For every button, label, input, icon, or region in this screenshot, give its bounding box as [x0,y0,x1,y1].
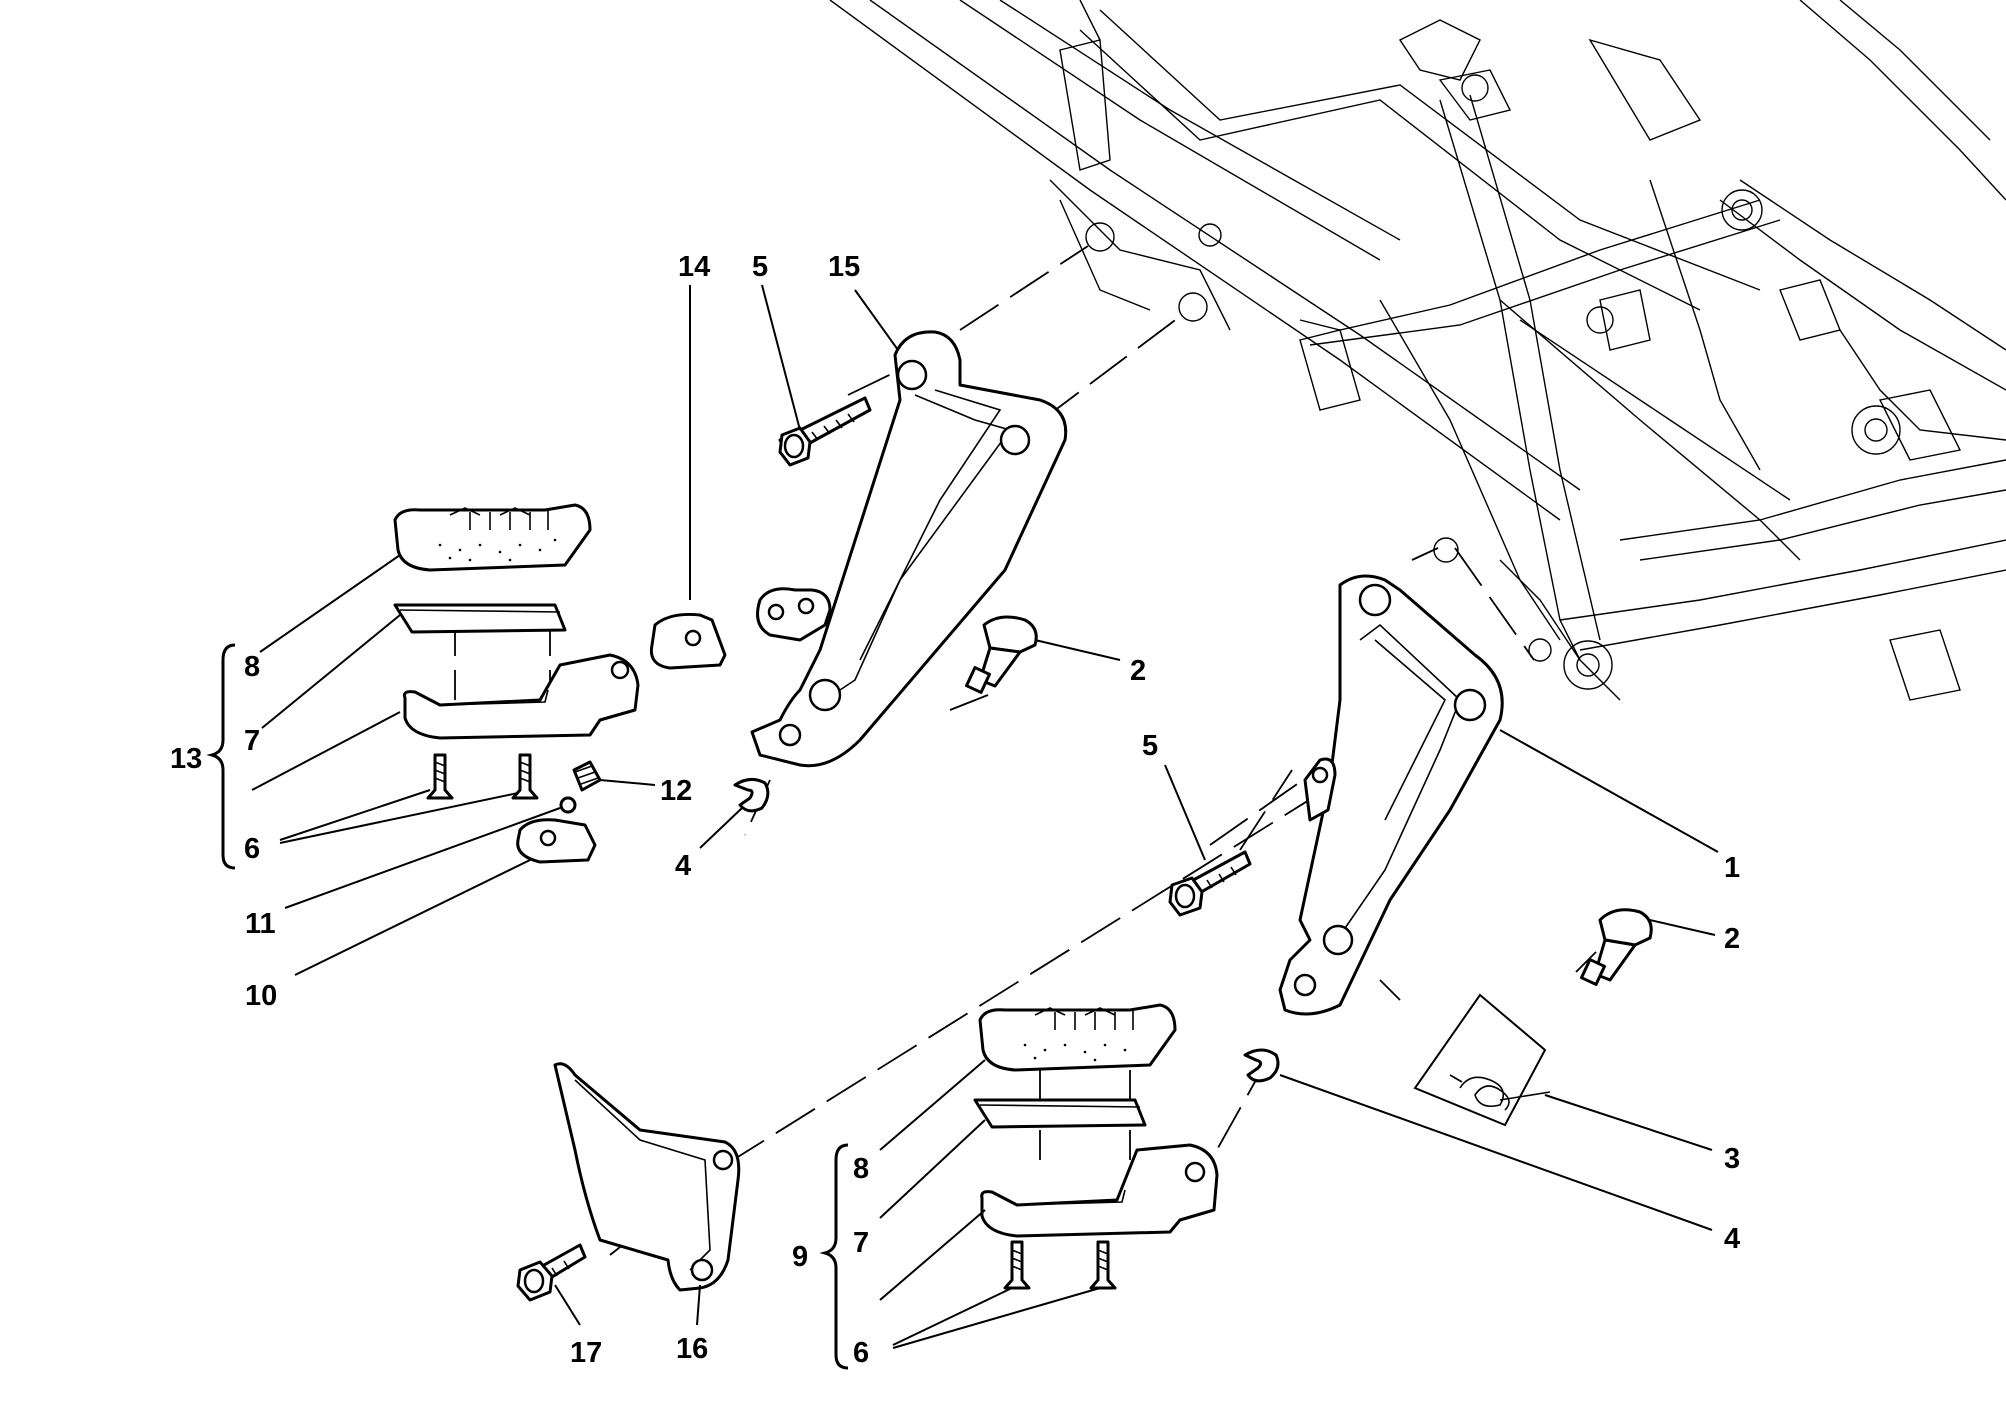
callout-4-right: 4 [1724,1223,1740,1255]
rear-footpeg-bracket [750,330,1068,768]
callout-8-upper: 8 [244,651,260,683]
callout-4-upper: 4 [675,850,691,882]
callout-13: 13 [170,743,202,775]
retaining-clip [733,778,770,813]
pivot-pin-right [1580,908,1653,986]
return-spring [1413,993,1551,1127]
callout-labels: 14 5 15 8 7 13 6 12 4 11 10 2 5 1 2 8 7 … [170,251,1740,1369]
callout-5-upper: 5 [752,251,768,283]
heel-guard [553,1062,741,1292]
callout-2-upper: 2 [1130,655,1146,687]
callout-11: 11 [245,908,276,940]
callout-16: 16 [676,1333,708,1365]
mounting-plate [649,613,727,670]
callout-2-right: 2 [1724,923,1740,955]
callout-10: 10 [245,980,277,1012]
rubber-texture-lower [1023,1043,1127,1062]
retaining-clip-right [1243,1048,1280,1083]
callout-12: 12 [660,775,692,807]
callout-6-upper: 6 [244,833,260,865]
group-braces [206,643,849,1370]
callout-6-lower: 6 [853,1337,869,1369]
passenger-footpeg-bracket [1278,574,1504,1016]
callout-3: 3 [1724,1143,1740,1175]
heel-guard-bolt [516,1243,587,1302]
callout-5-right: 5 [1142,730,1158,762]
leader-lines [251,284,1719,1349]
hex-bolt-right [1168,850,1252,917]
callout-14: 14 [678,251,710,283]
frame-structure [829,0,2006,701]
rider-footpeg-assembly [393,503,640,864]
callout-8-lower: 8 [853,1153,869,1185]
callout-17: 17 [570,1337,602,1369]
callout-15: 15 [828,251,860,283]
rubber-texture [438,538,557,562]
callout-9: 9 [792,1241,808,1273]
pivot-pin [965,615,1038,694]
hex-bolt [778,396,872,467]
callout-1: 1 [1724,852,1740,884]
passenger-footpeg-assembly [973,1003,1219,1290]
callout-7-upper: 7 [244,725,260,757]
callout-7-lower: 7 [853,1227,869,1259]
